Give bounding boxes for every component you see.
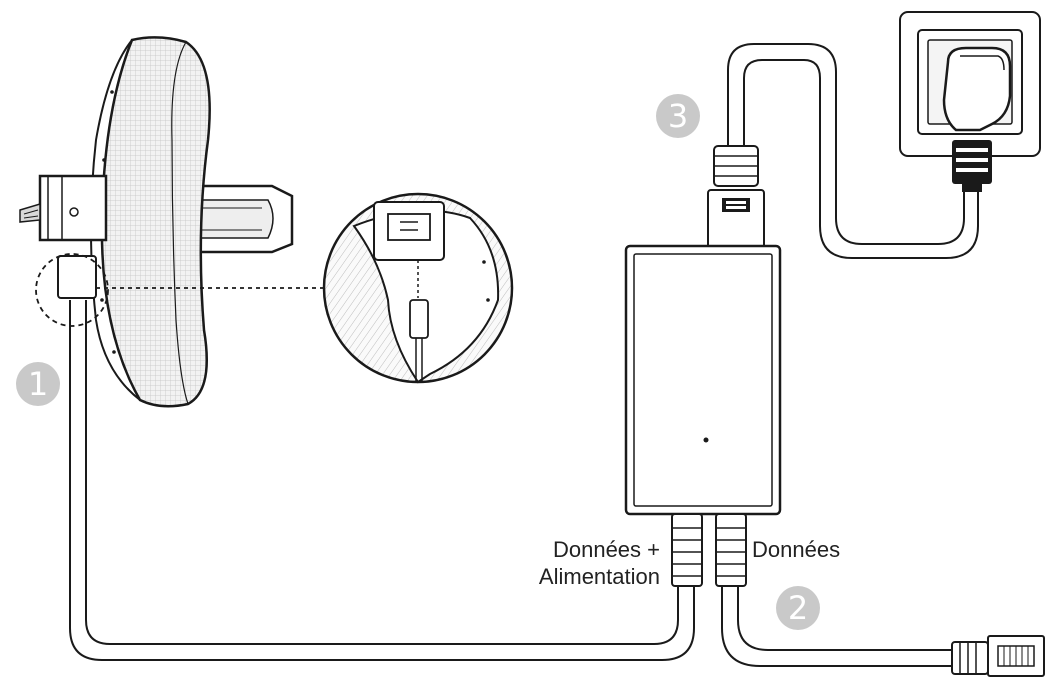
label-data-power: Données + Alimentation <box>498 536 660 590</box>
cpe-antenna <box>19 36 294 408</box>
label-data-power-line1: Données + <box>552 537 660 562</box>
step-badge-1: 1 <box>16 362 60 406</box>
dc-connector <box>707 145 765 249</box>
port-data-power-plug <box>671 513 703 587</box>
label-data: Données <box>752 537 841 562</box>
step-badge-2: 2 <box>776 586 820 630</box>
step-badge-3: 3 <box>656 94 700 138</box>
power-plug <box>942 46 1012 192</box>
power-cable <box>727 43 979 259</box>
detail-callout <box>35 192 514 384</box>
led-indicator <box>703 437 709 443</box>
poe-adapter <box>624 244 782 516</box>
ethernet-cable-antenna <box>69 300 695 661</box>
port-data-plug <box>715 513 747 587</box>
ethernet-cable-lan <box>721 585 955 667</box>
rj45-plug <box>951 635 1045 677</box>
label-data-power-line2: Alimentation <box>538 564 660 589</box>
